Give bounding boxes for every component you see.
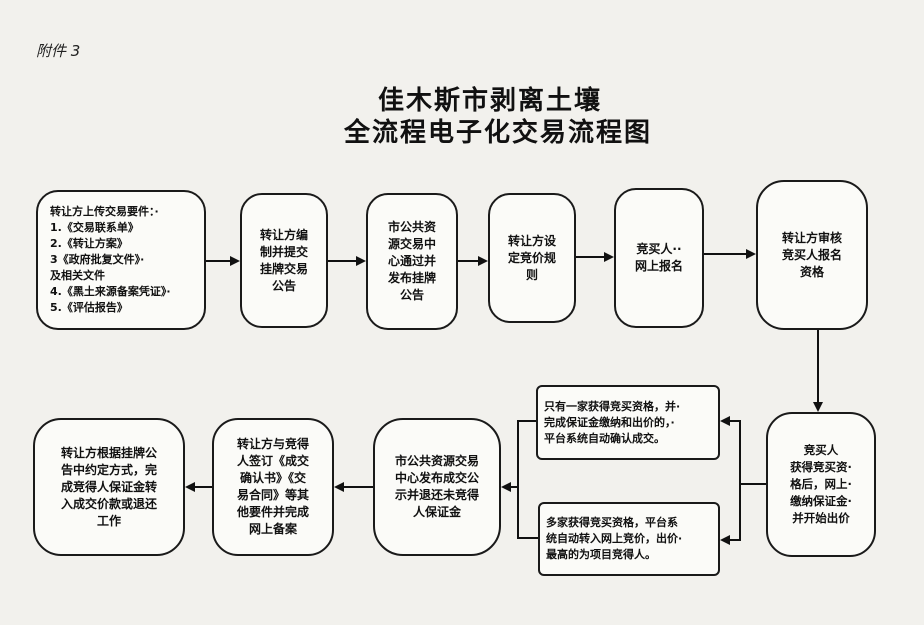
step-sign-text: 转让方与竞得 人签订《成交 确认书》《交 易合同》等其 他要件并完成 网上备案 xyxy=(236,437,309,536)
branch-single-text: 只有一家获得竞买资格，并· 完成保证金缴纳和出价的，· 平台系统自动确认成交。 xyxy=(544,399,681,445)
arrow-pay-to-multi xyxy=(720,484,741,545)
branch-multi-text: 多家获得竞买资格，平台系 统自动转入网上竞价，出价· 最高的为项目竞得人。 xyxy=(546,516,683,561)
step-rules-text: 转让方设 定竞价规 则 xyxy=(507,233,556,282)
branch-single-bidder: 只有一家获得竞买资格，并· 完成保证金缴纳和出价的，· 平台系统自动确认成交。 xyxy=(536,385,720,460)
attachment-label: 附件 3 xyxy=(36,42,81,60)
branch-multiple-bidders: 多家获得竞买资格，平台系 统自动转入网上竞价，出价· 最高的为项目竞得人。 xyxy=(538,502,720,576)
step-settle-deposit: 转让方根据挂牌公 告中约定方式，完 成竞得人保证金转 入成交价款或退还 工作 xyxy=(33,418,185,556)
arrow-pay-to-single xyxy=(720,416,766,485)
step-publish-announcement: 市公共资 源交易中 心通过并 发布挂牌 公告 xyxy=(366,193,458,330)
step-compile-announcement: 转让方编 制并提交 挂牌交易 公告 xyxy=(240,193,328,328)
step-bidder-registration: 竞买人·· 网上报名 xyxy=(614,188,704,328)
step-upload-text: 转让方上传交易要件：· 1.《交易联系单》 2.《转让方案》 3《政府批复文件》… xyxy=(50,205,171,314)
step-settle-text: 转让方根据挂牌公 告中约定方式，完 成竞得人保证金转 入成交价款或退还 工作 xyxy=(60,445,157,528)
step-publish-result: 市公共资源交易 中心发布成交公 示并退还未竞得 人保证金 xyxy=(373,418,501,556)
step-pay-deposit-and-bid: 竞买人 获得竞买资· 格后，网上· 缴纳保证金· 并开始出价 xyxy=(766,412,876,557)
step-publish-text: 市公共资 源交易中 心通过并 发布挂牌 公告 xyxy=(387,220,436,302)
step-set-bidding-rules: 转让方设 定竞价规 则 xyxy=(488,193,576,323)
title-line-1: 佳木斯市剥离土壤 xyxy=(377,86,602,116)
step-announce-text: 市公共资源交易 中心发布成交公 示并退还未竞得 人保证金 xyxy=(394,454,479,519)
step-review-qualification: 转让方审核 竞买人报名 资格 xyxy=(756,180,868,330)
step-register-text: 竞买人·· 网上报名 xyxy=(634,242,683,273)
step-pay-text: 竞买人 获得竞买资· 格后，网上· 缴纳保证金· 并开始出价 xyxy=(790,443,852,525)
step-compile-text: 转让方编 制并提交 挂牌交易 公告 xyxy=(259,227,308,293)
arrow-single-to-result xyxy=(501,420,536,492)
step-review-text: 转让方审核 竞买人报名 资格 xyxy=(781,230,842,279)
arrow-multi-to-result xyxy=(517,487,538,539)
title-line-2: 全流程电子化交易流程图 xyxy=(343,118,652,148)
step-upload-documents: 转让方上传交易要件：· 1.《交易联系单》 2.《转让方案》 3《政府批复文件》… xyxy=(36,190,206,330)
step-sign-contract: 转让方与竞得 人签订《成交 确认书》《交 易合同》等其 他要件并完成 网上备案 xyxy=(212,418,334,556)
